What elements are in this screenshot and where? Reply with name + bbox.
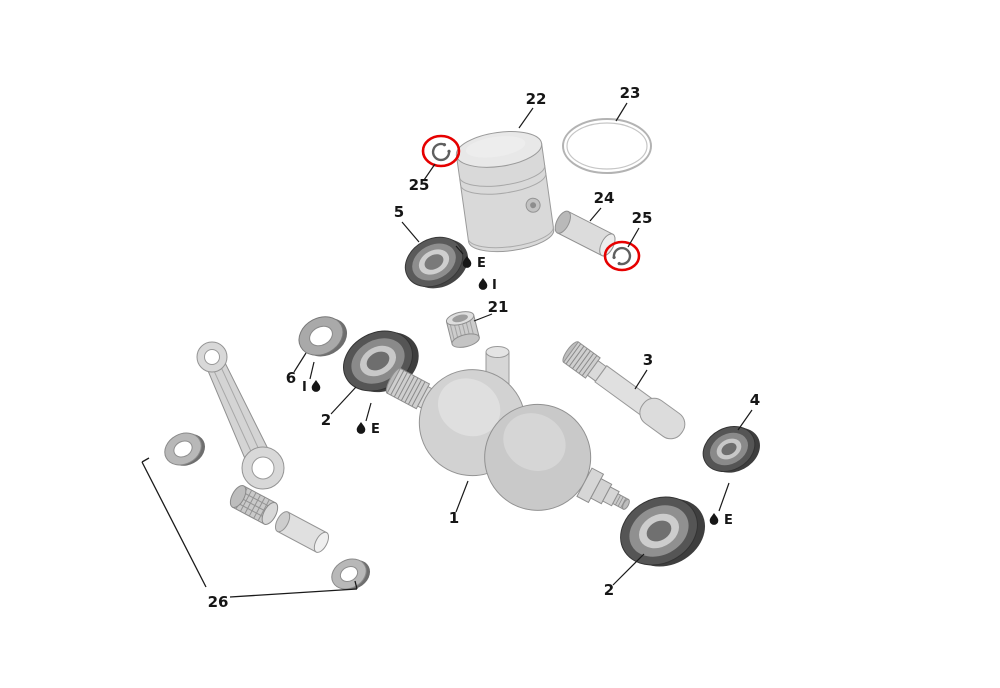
oil-drop-icon — [311, 380, 321, 392]
part-label-24: 24 — [594, 189, 615, 207]
kit-needle-cage — [229, 485, 279, 525]
svg-text:E: E — [477, 256, 486, 271]
svg-text:E: E — [371, 422, 380, 437]
part-label-2-a: 2 — [321, 411, 331, 429]
part-label-23: 23 — [620, 84, 641, 102]
seal-washer-part-6 — [298, 316, 348, 357]
part-label-5: 5 — [394, 203, 404, 221]
lube-marker-i-top: I — [478, 278, 497, 293]
part-label-4: 4 — [750, 391, 760, 409]
part-label-22: 22 — [526, 90, 547, 108]
kit-bracket-line — [141, 457, 358, 598]
oil-drop-icon — [356, 422, 366, 434]
oil-drop-icon — [709, 513, 719, 525]
kit-washer-right — [331, 558, 371, 590]
circlip-part-25-right — [612, 246, 632, 266]
part-label-26: 26 — [208, 593, 229, 611]
shaft-part-3 — [562, 341, 686, 440]
part-label-25-a: 25 — [409, 176, 430, 194]
piston-pin-part-24 — [554, 210, 616, 257]
highlight-circle-right — [603, 240, 641, 272]
small-end-bearing-part-21 — [445, 311, 480, 348]
bearing-part-5 — [404, 236, 469, 289]
part-label-25-b: 25 — [632, 209, 653, 227]
lube-marker-i-washer6: I — [302, 380, 321, 395]
lube-marker-e-bearing5: E — [462, 256, 486, 271]
connecting-rod-kit-part-26 — [164, 341, 371, 590]
kit-crank-pin — [274, 511, 330, 553]
part-label-6: 6 — [286, 369, 296, 387]
part-label-2-b: 2 — [604, 581, 614, 599]
piston-ring-part-23 — [562, 118, 652, 174]
circlip-part-25-left — [431, 142, 451, 162]
oil-drop-icon — [478, 278, 488, 290]
piston-part-22 — [455, 131, 555, 253]
svg-text:I: I — [492, 278, 497, 293]
highlight-circle-left — [421, 134, 461, 168]
oil-drop-icon — [462, 256, 472, 268]
bearing-part-2-right — [620, 496, 706, 567]
lube-marker-e-bearing4: E — [709, 513, 733, 528]
svg-text:I: I — [302, 380, 307, 395]
part-label-1: 1 — [449, 509, 459, 527]
part-label-21: 21 — [488, 298, 509, 316]
lube-marker-e-bearing2: E — [356, 422, 380, 437]
bearing-part-4 — [702, 426, 760, 473]
kit-washer-left — [164, 432, 206, 466]
svg-text:E: E — [724, 513, 733, 528]
part-label-3: 3 — [643, 351, 653, 369]
leader-lines — [293, 102, 753, 586]
crankshaft-part-1 — [385, 346, 630, 511]
